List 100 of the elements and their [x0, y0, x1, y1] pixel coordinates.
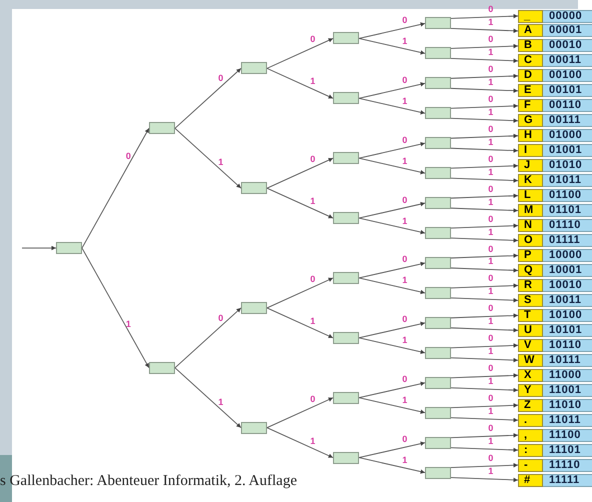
edge-label: 0	[487, 424, 494, 434]
arrow	[450, 74, 518, 79]
edge-label: 0	[487, 94, 494, 104]
node-box	[425, 257, 451, 269]
code-cell: 00001	[543, 24, 592, 38]
edge-label: 1	[401, 216, 408, 226]
node-box	[333, 332, 359, 344]
arrow	[358, 262, 426, 278]
edge-label: 0	[487, 454, 494, 464]
arrow	[266, 68, 334, 99]
edge-label: 1	[487, 198, 494, 207]
letter-cell: V	[518, 338, 543, 352]
node-box	[425, 406, 451, 419]
node-box	[241, 182, 267, 194]
arrow	[450, 28, 518, 34]
edge-label: 0	[309, 155, 316, 164]
arrow	[358, 441, 426, 458]
letter-cell: _	[518, 10, 543, 22]
letter-cell: G	[518, 114, 543, 128]
arrow	[450, 417, 518, 422]
code-cell: 01001	[543, 144, 592, 158]
code-cell: 11011	[543, 414, 592, 427]
edge-label: 1	[487, 407, 494, 416]
edge-label: 0	[487, 244, 494, 254]
edge-label: 1	[487, 317, 494, 326]
letter-cell: :	[518, 444, 543, 457]
arrow	[450, 343, 518, 348]
edge-label: 1	[487, 287, 494, 296]
code-cell: 10011	[543, 294, 592, 307]
edge-label: 0	[401, 76, 408, 85]
arrow	[450, 14, 518, 19]
code-cell: 00110	[543, 99, 592, 112]
arrow	[174, 307, 242, 368]
code-cell: 00011	[543, 54, 592, 68]
edge-label: 1	[217, 158, 224, 168]
arrow	[358, 218, 426, 234]
arrow	[450, 447, 518, 452]
arrow	[358, 382, 426, 398]
arrow	[450, 58, 518, 63]
edge-label: 0	[401, 136, 408, 145]
edge-label: 0	[487, 4, 494, 14]
letter-cell: H	[518, 129, 543, 142]
code-cell: 01000	[543, 129, 592, 142]
letter-cell: T	[518, 308, 543, 322]
arrow	[266, 158, 334, 189]
edge-label: 1	[487, 48, 494, 57]
node-box	[333, 452, 359, 464]
letter-cell: B	[518, 39, 543, 52]
letter-cell: Y	[518, 384, 543, 397]
arrow	[174, 128, 242, 189]
arrow	[450, 88, 518, 93]
letter-cell: .	[518, 414, 543, 427]
arrow	[450, 118, 518, 123]
arrow	[450, 194, 518, 199]
edge-label: 1	[401, 36, 408, 46]
letter-cell: S	[518, 294, 543, 307]
edge-label: 0	[487, 124, 494, 134]
arrow	[450, 283, 518, 288]
arrow	[358, 457, 426, 474]
edge-label: 1	[309, 77, 316, 86]
letter-cell: E	[518, 84, 543, 98]
arrow	[450, 373, 518, 378]
edge-label: 0	[401, 196, 408, 205]
arrow	[450, 433, 518, 438]
edge-label: 0	[309, 394, 316, 404]
code-cell: 01110	[543, 219, 592, 232]
node-box	[333, 152, 359, 164]
arrow	[450, 104, 518, 109]
code-cell: 01101	[543, 204, 592, 218]
letter-cell: ,	[518, 428, 543, 442]
arrow	[450, 208, 518, 213]
letter-cell: Z	[518, 398, 543, 412]
arrow	[358, 337, 426, 354]
code-cell: 10110	[543, 338, 592, 352]
code-cell: 10000	[543, 249, 592, 262]
arrow	[450, 477, 518, 482]
code-cell: 00010	[543, 39, 592, 52]
letter-cell: O	[518, 234, 543, 248]
edge-label: 1	[487, 257, 494, 266]
edge-label: 1	[487, 18, 494, 27]
node-box	[425, 286, 451, 299]
arrow	[450, 44, 518, 49]
node-box	[425, 227, 451, 240]
letter-cell: J	[518, 159, 543, 172]
arrow	[266, 307, 334, 338]
arrow	[358, 278, 426, 294]
node-box	[425, 17, 451, 30]
edge-label: 1	[401, 396, 408, 406]
node-box	[425, 137, 451, 150]
code-cell: 11001	[543, 384, 592, 397]
letter-cell: P	[518, 249, 543, 262]
arrow	[450, 327, 518, 332]
arrow	[358, 22, 426, 39]
arrow	[358, 142, 426, 159]
arrow	[358, 397, 426, 414]
edge-label: 1	[487, 467, 494, 476]
letter-cell: C	[518, 54, 543, 68]
node-box	[425, 466, 451, 479]
node-box	[425, 376, 451, 389]
letter-cell: -	[518, 458, 543, 472]
